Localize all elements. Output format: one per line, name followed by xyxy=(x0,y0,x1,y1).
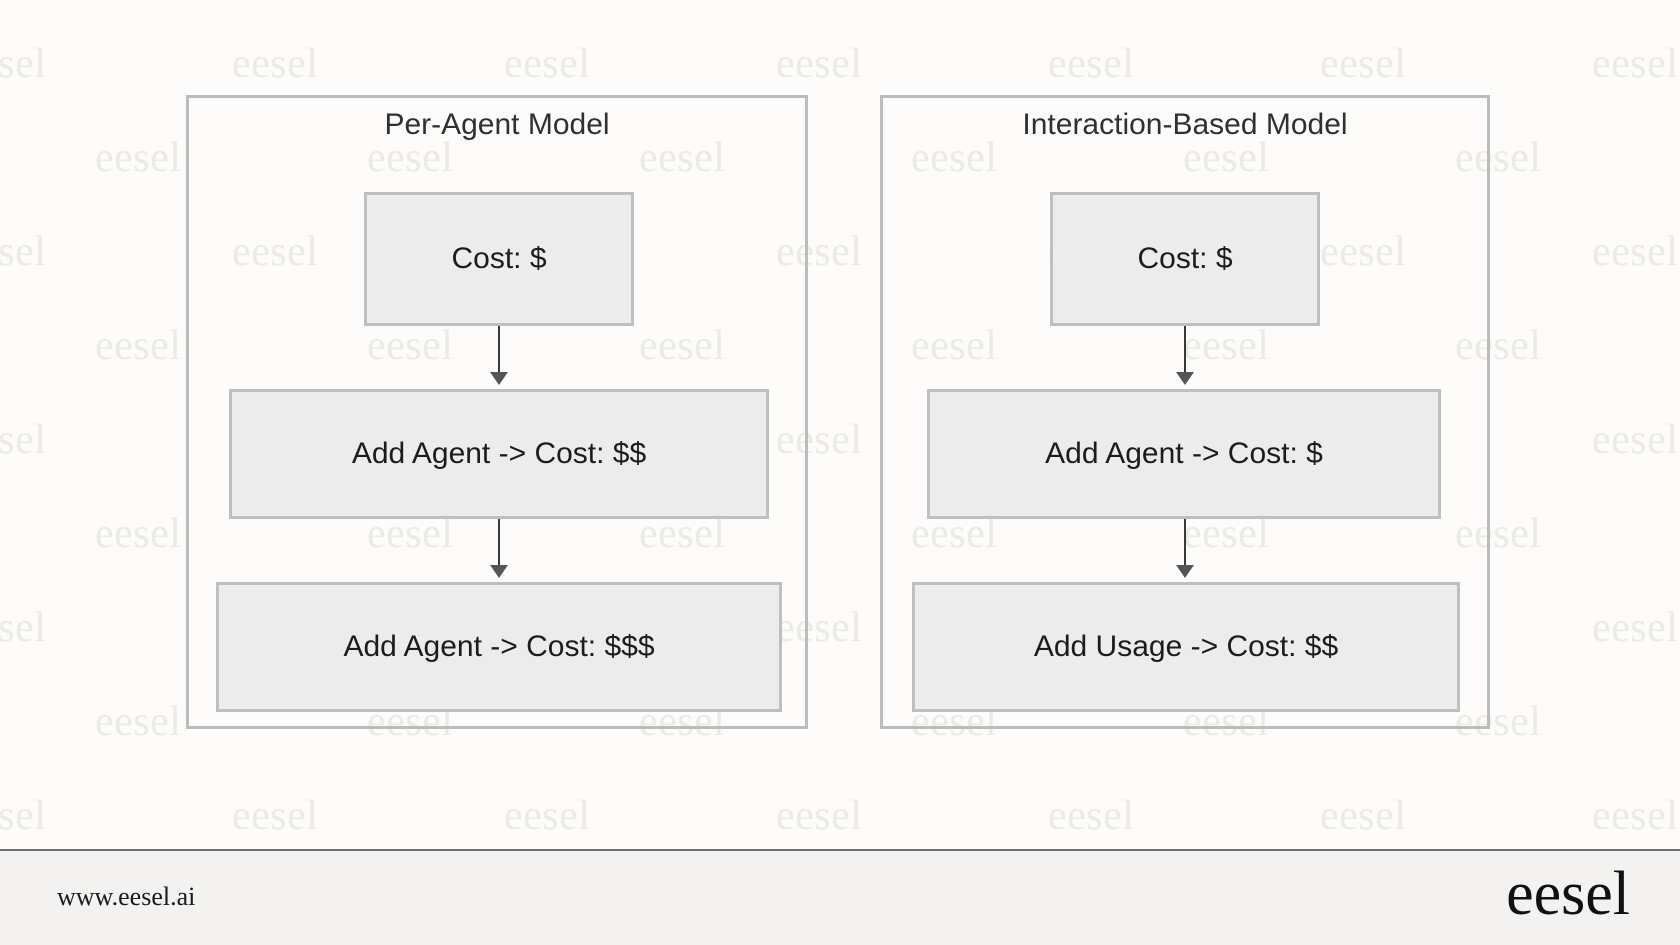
node-per-agent-add-agent-2[interactable]: Add Agent -> Cost: $$ xyxy=(229,389,769,519)
edge-ib1-ib2 xyxy=(1184,326,1186,378)
node-per-agent-add-agent-3[interactable]: Add Agent -> Cost: $$$ xyxy=(216,582,782,712)
node-label: Cost: $ xyxy=(451,242,547,275)
node-interaction-cost[interactable]: Cost: $ xyxy=(1050,192,1320,326)
footer-logo: eesel xyxy=(1506,860,1630,928)
edge-ib2-ib3 xyxy=(1184,519,1186,571)
node-label: Cost: $ xyxy=(1137,242,1233,275)
edge-pa2-pa3 xyxy=(498,519,500,571)
edge-pa1-pa2 xyxy=(498,326,500,378)
footer-divider xyxy=(0,849,1680,851)
footer: www.eesel.ai eesel xyxy=(0,851,1680,945)
node-per-agent-cost[interactable]: Cost: $ xyxy=(364,192,634,326)
node-label: Add Agent -> Cost: $$$ xyxy=(343,630,655,663)
subgraph-title-per-agent: Per-Agent Model xyxy=(384,108,610,141)
node-interaction-add-agent[interactable]: Add Agent -> Cost: $ xyxy=(927,389,1441,519)
flowchart: Per-Agent Model Cost: $ Add Agent -> Cos… xyxy=(186,95,1490,729)
node-interaction-add-usage[interactable]: Add Usage -> Cost: $$ xyxy=(912,582,1460,712)
node-label: Add Usage -> Cost: $$ xyxy=(1033,630,1339,663)
node-label: Add Agent -> Cost: $ xyxy=(1045,437,1323,470)
arrowhead-pa1-pa2 xyxy=(490,372,508,385)
subgraph-title-interaction-based: Interaction-Based Model xyxy=(1022,108,1348,141)
arrowhead-ib1-ib2 xyxy=(1176,372,1194,385)
footer-url[interactable]: www.eesel.ai xyxy=(57,882,196,911)
subgraph-per-agent: Per-Agent Model xyxy=(186,95,808,729)
arrowhead-pa2-pa3 xyxy=(490,565,508,578)
subgraph-interaction-based: Interaction-Based Model xyxy=(880,95,1490,729)
arrowhead-ib2-ib3 xyxy=(1176,565,1194,578)
node-label: Add Agent -> Cost: $$ xyxy=(351,437,647,470)
